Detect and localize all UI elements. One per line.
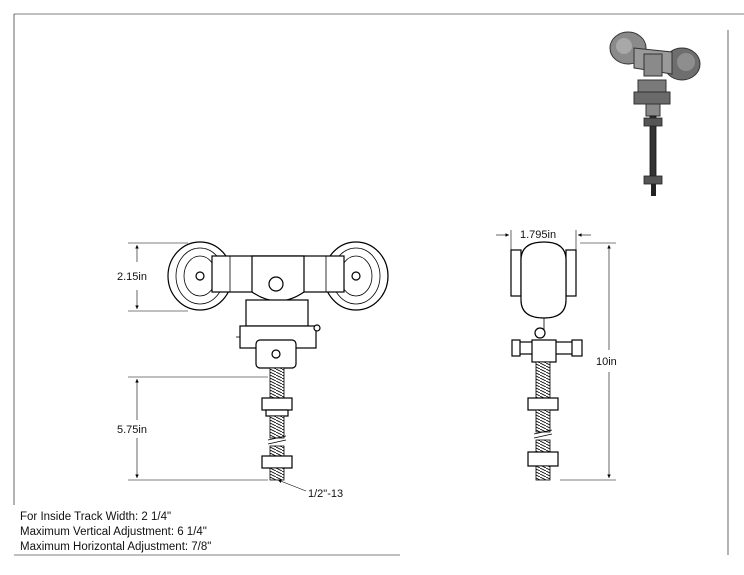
dim-side-width-label: 1.795in — [520, 229, 556, 241]
dim-side-width — [496, 230, 591, 250]
dim-overall-height — [560, 242, 616, 481]
side-wheel — [510, 241, 577, 332]
dim-stud-length-label: 5.75in — [117, 424, 147, 436]
side-view: 1.795in 10in — [496, 229, 617, 481]
front-carriage — [211, 255, 345, 302]
thread-callout-label: 1/2"-13 — [308, 488, 343, 500]
note-track-width: For Inside Track Width: 2 1/4" — [20, 511, 172, 523]
side-threaded-stud — [527, 361, 559, 481]
dim-front-height — [128, 242, 188, 312]
dim-overall-height-label: 10in — [596, 356, 617, 368]
note-horizontal-adjustment: Maximum Horizontal Adjustment: 7/8" — [20, 541, 212, 553]
sheet-border — [13, 13, 744, 556]
side-swivel — [511, 327, 583, 363]
front-view: 2.15in 5.75in 1/2"-13 — [117, 241, 389, 500]
note-vertical-adjustment: Maximum Vertical Adjustment: 6 1/4" — [20, 526, 207, 538]
thread-leader — [277, 479, 307, 492]
front-threaded-stud — [261, 367, 293, 481]
iso-render — [609, 31, 701, 196]
front-swivel-bracket — [236, 299, 321, 369]
dim-front-height-label: 2.15in — [117, 271, 147, 283]
dim-stud-length — [128, 376, 268, 481]
